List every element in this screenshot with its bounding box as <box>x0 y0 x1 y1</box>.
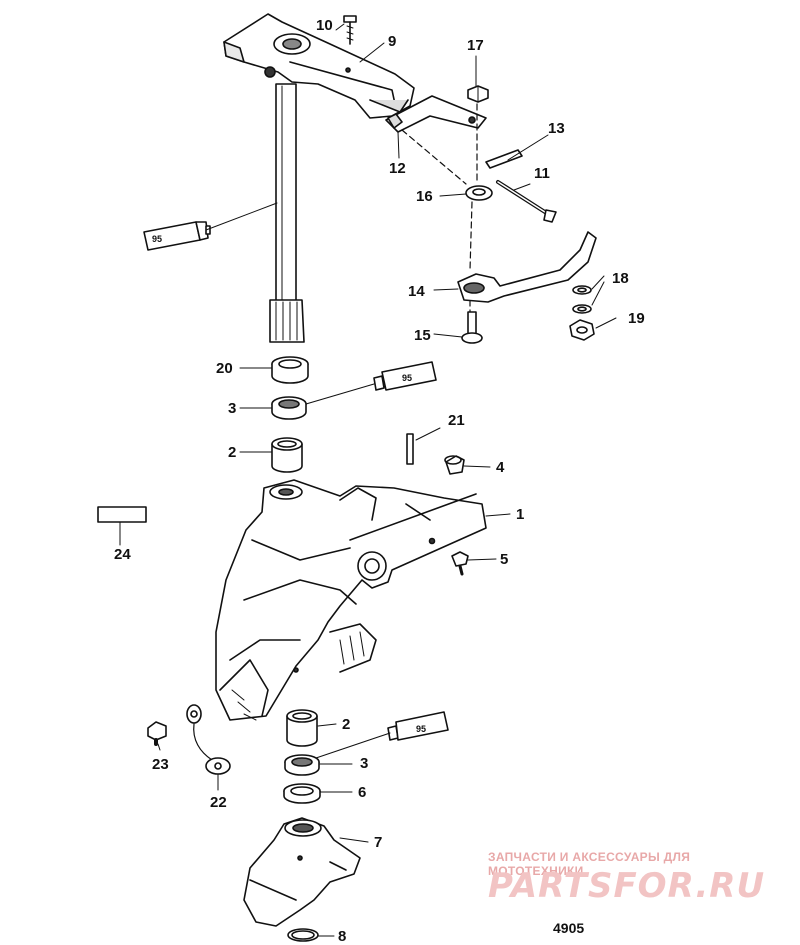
callout-22: 22 <box>210 794 227 811</box>
cotter-pin-part-13 <box>485 149 523 169</box>
callout-14: 14 <box>408 283 425 300</box>
steering-link-part-14 <box>457 231 597 303</box>
bolt-part-11 <box>496 180 557 223</box>
pin-part-21 <box>406 433 414 465</box>
bolt-part-23 <box>147 721 167 746</box>
callout-8: 8 <box>338 928 347 945</box>
callout-15: 15 <box>414 327 431 344</box>
ring-part-3-lower <box>284 754 320 776</box>
callout-3: 3 <box>228 400 237 417</box>
callout-12: 12 <box>389 160 406 177</box>
callout-13: 13 <box>548 120 565 137</box>
leader-lines <box>119 23 617 937</box>
callout-2-lower: 2 <box>342 716 351 733</box>
callout-18: 18 <box>612 270 629 287</box>
sealant-tube-1: 95 <box>143 221 211 251</box>
callout-20: 20 <box>216 360 233 377</box>
lower-yoke-part-7 <box>243 817 361 927</box>
sealant-label: 95 <box>416 724 426 734</box>
sealant-tube-2: 95 <box>373 361 437 391</box>
figure-number: 4905 <box>553 920 585 936</box>
callout-19: 19 <box>628 310 645 327</box>
bushing-part-2-upper <box>271 437 303 473</box>
sealant-label: 95 <box>152 234 162 244</box>
bolt-part-15 <box>461 311 483 344</box>
swivel-bracket-part-1 <box>215 479 487 721</box>
callout-24: 24 <box>114 546 131 563</box>
ground-strap-part-22 <box>186 704 231 775</box>
callout-6: 6 <box>358 784 367 801</box>
washers-part-18 <box>572 285 592 314</box>
washer-part-16 <box>465 185 493 201</box>
screw-part-5 <box>451 551 469 576</box>
nut-part-17 <box>467 85 489 103</box>
callout-10: 10 <box>316 17 333 34</box>
o-ring-part-8 <box>287 928 319 942</box>
callout-1: 1 <box>516 506 525 523</box>
callout-7: 7 <box>374 834 383 851</box>
cap-part-4 <box>444 455 465 475</box>
sealant-label: 95 <box>402 373 412 383</box>
callout-21: 21 <box>448 412 465 429</box>
callout-17: 17 <box>467 37 484 54</box>
callout-3-lower: 3 <box>360 755 369 772</box>
callout-11: 11 <box>534 165 550 182</box>
callout-4: 4 <box>496 459 505 476</box>
decal-part-24 <box>97 506 147 523</box>
callout-16: 16 <box>416 188 433 205</box>
bolt-part-10 <box>343 15 357 45</box>
seal-part-6 <box>283 783 321 804</box>
ring-part-3-upper <box>271 396 307 420</box>
callout-9: 9 <box>388 33 397 50</box>
steering-shaft <box>269 83 305 343</box>
callout-2: 2 <box>228 444 237 461</box>
bushing-part-2-lower <box>286 709 318 747</box>
callout-5: 5 <box>500 551 509 568</box>
watermark-tagline: ЗАПЧАСТИ И АКСЕССУАРЫ ДЛЯ МОТОТЕХНИКИ <box>488 850 691 878</box>
nut-part-19 <box>569 319 595 341</box>
steering-arm-part-9 <box>223 13 415 119</box>
callout-23: 23 <box>152 756 169 773</box>
seal-part-20 <box>271 356 309 384</box>
sealant-tube-3: 95 <box>387 711 449 741</box>
watermark-logo: PARTSFOR.RU <box>488 866 766 906</box>
